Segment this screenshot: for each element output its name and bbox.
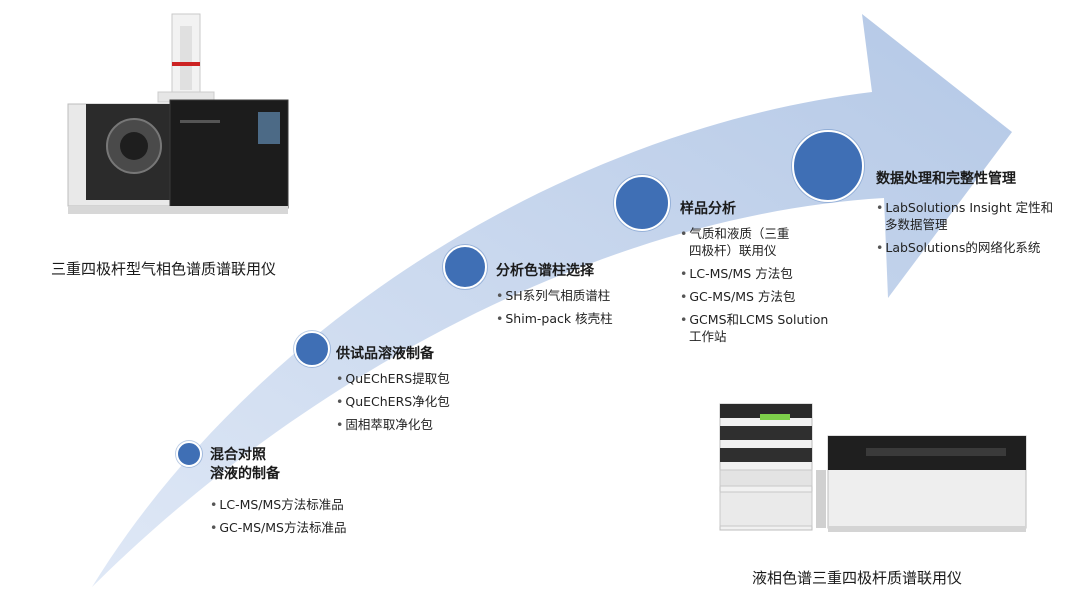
lcms-caption: 液相色谱三重四极杆质谱联用仪 [752,569,963,587]
arrow-shape [92,14,1012,587]
stage-2-item: •QuEChERS净化包 [336,394,450,409]
stage-2-title: 供试品溶液制备 [336,346,434,362]
stage-4-dot [614,175,670,231]
stage-3-title: 分析色谱柱选择 [496,263,594,279]
stage-1-dot [176,441,202,467]
stage-5-dot [792,130,864,202]
stage-5-item: •LabSolutions的网络化系统 [876,240,1041,255]
stage-5-item: •LabSolutions Insight 定性和多数据管理 [876,200,1054,232]
stage-3-item: •SH系列气相质谱柱 [496,288,611,303]
stage-1: 混合对照 溶液的制备 •LC-MS/MS方法标准品 •GC-MS/MS方法标准品 [210,446,346,542]
stage-5-title: 数据处理和完整性管理 [876,171,1016,187]
stage-4-item: •GC-MS/MS 方法包 [680,289,796,304]
stage-2: 供试品溶液制备 •QuEChERS提取包 •QuEChERS净化包 •固相萃取净… [336,345,450,439]
stage-4-item: •LC-MS/MS 方法包 [680,266,793,281]
stage-4-item: •气质和液质（三重四极杆）联用仪 [680,226,790,258]
stage-4: 样品分析 •气质和液质（三重四极杆）联用仪 •LC-MS/MS 方法包 •GC-… [680,200,828,351]
stage-3: 分析色谱柱选择 •SH系列气相质谱柱 •Shim-pack 核壳柱 [496,262,613,333]
lcms-instrument-image [719,403,1027,532]
stage-1-item: •LC-MS/MS方法标准品 [210,497,344,512]
stage-3-dot [443,245,487,289]
stage-5: 数据处理和完整性管理 •LabSolutions Insight 定性和多数据管… [876,170,1053,262]
gcms-caption: 三重四极杆型气相色谱质谱联用仪 [51,260,277,278]
stage-2-item: •固相萃取净化包 [336,417,433,432]
stage-4-title: 样品分析 [680,201,736,217]
stage-2-dot [294,331,330,367]
stage-1-title: 混合对照 溶液的制备 [210,447,280,482]
gcms-instrument-image [67,13,289,214]
stage-2-item: •QuEChERS提取包 [336,371,450,386]
stage-1-item: •GC-MS/MS方法标准品 [210,520,347,535]
stage-3-item: •Shim-pack 核壳柱 [496,311,613,326]
